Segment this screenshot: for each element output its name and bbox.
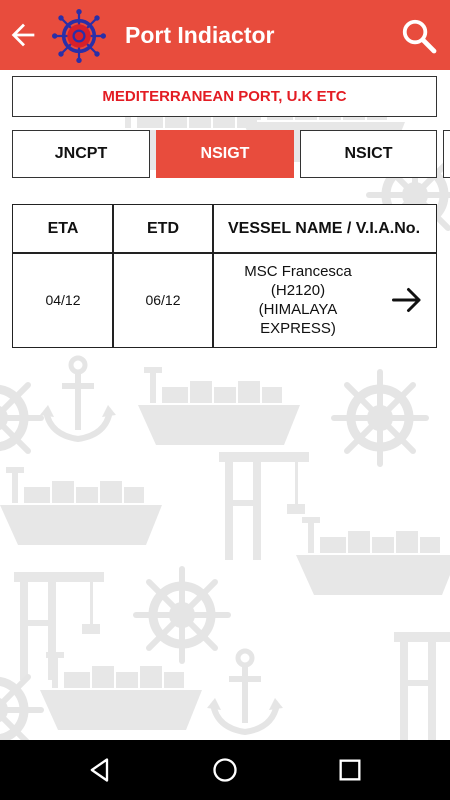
eta-value: 04/12: [45, 292, 81, 308]
header-eta: ETA: [47, 220, 79, 237]
vessel-service: EXPRESS): [260, 320, 336, 337]
nav-home-icon[interactable]: [211, 756, 239, 784]
arrow-back-icon[interactable]: [6, 18, 40, 52]
header-divider: [13, 252, 436, 254]
region-selector[interactable]: MEDITERRANEAN PORT, U.K ETC: [12, 76, 437, 117]
arrow-forward-icon[interactable]: [389, 282, 425, 318]
etd-value: 06/12: [145, 292, 181, 308]
tab-jncpt[interactable]: JNCPT: [12, 130, 150, 178]
nav-recents-icon[interactable]: [336, 756, 364, 784]
vessel-name-cell: MSC Francesca (H2120) (HIMALAYA EXPRESS): [213, 253, 383, 347]
schedule-table: ETA ETD VESSEL NAME / V.I.A.No. 04/12 06…: [12, 204, 437, 348]
column-divider: [112, 205, 114, 347]
tab-nsigt[interactable]: NSIGT: [156, 130, 294, 178]
search-icon[interactable]: [400, 17, 438, 55]
nav-back-icon[interactable]: [86, 756, 114, 784]
header-etd: ETD: [147, 220, 179, 237]
vessel-name: MSC Francesca: [244, 263, 352, 280]
system-nav-bar: [0, 740, 450, 800]
vessel-via-number: (H2120): [270, 282, 326, 299]
tab-nsict[interactable]: NSICT: [300, 130, 437, 178]
header-vessel: VESSEL NAME / V.I.A.No.: [227, 220, 421, 237]
app-bar: Port Indiactor: [0, 0, 450, 70]
tab-overflow[interactable]: [443, 130, 450, 178]
app-title: Port Indiactor: [125, 22, 275, 48]
column-divider: [212, 205, 214, 347]
ship-wheel-logo-icon: [52, 9, 106, 63]
vessel-service: (HIMALAYA: [258, 301, 338, 318]
